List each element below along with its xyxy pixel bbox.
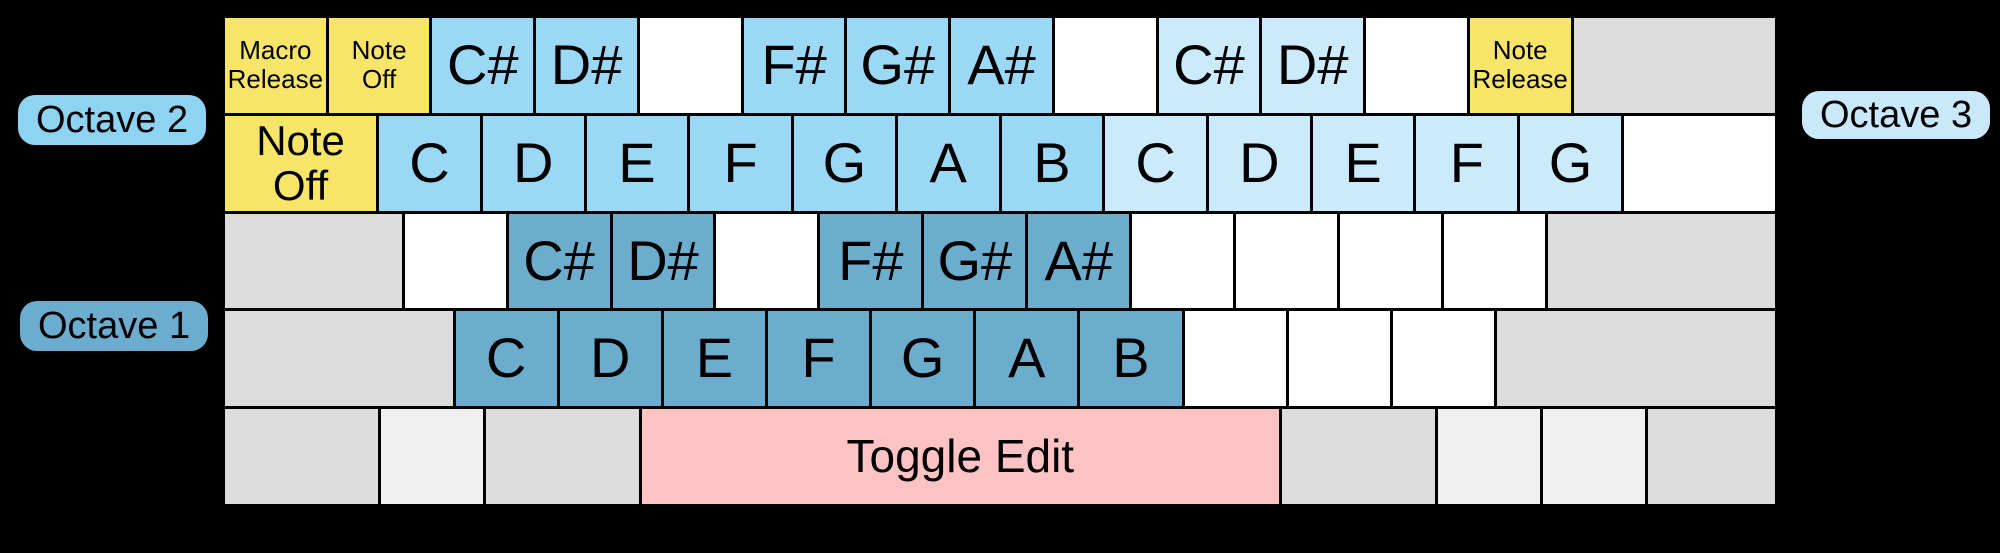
note-d-octave3: D — [1208, 115, 1310, 211]
blank-key — [1184, 311, 1286, 407]
note-c-sharp-octave2: C# — [432, 18, 534, 113]
note-g-octave3: G — [1520, 115, 1621, 211]
blank-key — [404, 213, 506, 309]
note-a-octave2: A — [897, 115, 999, 211]
note-d-sharp-octave2: D# — [536, 18, 637, 113]
modifier-key — [1437, 409, 1540, 504]
modifier-key — [225, 213, 402, 309]
blank-key — [1236, 213, 1338, 309]
octave-2-label: Octave 2 — [18, 95, 207, 145]
note-d-octave1: D — [559, 311, 661, 407]
modifier-key — [1647, 409, 1776, 504]
blank-key — [1054, 18, 1156, 113]
bottom-row: Toggle Edit — [225, 409, 1776, 504]
note-d-octave2: D — [482, 115, 584, 211]
note-f-sharp-octave2: F# — [743, 18, 845, 113]
note-e-octave3: E — [1312, 115, 1414, 211]
note-a-sharp-octave2: A# — [951, 18, 1052, 113]
blank-key — [716, 213, 818, 309]
note-g-sharp-octave2: G# — [847, 18, 949, 113]
note-f-sharp-octave1: F# — [820, 213, 922, 309]
blank-key — [1288, 311, 1390, 407]
note-e-octave2: E — [586, 115, 688, 211]
note-c-sharp-octave3: C# — [1158, 18, 1260, 113]
note-off-key: Note Off — [225, 115, 377, 211]
note-f-octave3: F — [1416, 115, 1518, 211]
blank-key — [1366, 18, 1467, 113]
blank-key — [1340, 213, 1442, 309]
note-f-octave2: F — [690, 115, 792, 211]
toggle-edit-key: Toggle Edit — [641, 409, 1279, 504]
note-c-sharp-octave1: C# — [508, 213, 610, 309]
macro-release-key: Macro Release — [225, 18, 326, 113]
modifier-key — [380, 409, 483, 504]
modifier-key — [1547, 213, 1776, 309]
note-b-octave1: B — [1080, 311, 1182, 407]
modifier-key — [1542, 409, 1645, 504]
note-g-sharp-octave1: G# — [924, 213, 1026, 309]
octave-3-label: Octave 3 — [1802, 91, 1991, 139]
blank-key — [1623, 115, 1775, 211]
note-g-octave1: G — [872, 311, 974, 407]
note-a-octave1: A — [976, 311, 1078, 407]
note-e-octave1: E — [663, 311, 765, 407]
note-g-octave2: G — [794, 115, 895, 211]
blank-key — [639, 18, 741, 113]
modifier-key — [485, 409, 639, 504]
note-off-key-top: Note Off — [328, 18, 430, 113]
modifier-key — [225, 409, 378, 504]
note-c-octave1: C — [455, 311, 557, 407]
note-c-octave3: C — [1105, 115, 1206, 211]
note-f-octave1: F — [767, 311, 870, 407]
note-b-octave2: B — [1001, 115, 1103, 211]
modifier-key — [1496, 311, 1776, 407]
note-a-sharp-octave1: A# — [1028, 213, 1130, 309]
note-release-key: Note Release — [1469, 18, 1571, 113]
blank-key — [1392, 311, 1494, 407]
note-d-sharp-octave1: D# — [612, 213, 714, 309]
note-c-octave2: C — [379, 115, 480, 211]
modifier-key — [1281, 409, 1435, 504]
note-d-sharp-octave3: D# — [1262, 18, 1364, 113]
blank-key — [1444, 213, 1545, 309]
blank-key — [1132, 213, 1234, 309]
modifier-key — [1573, 18, 1776, 113]
octave-1-label: Octave 1 — [20, 301, 209, 351]
modifier-key — [225, 311, 453, 407]
caps-row: C#D# F#G#A# — [225, 213, 1776, 309]
